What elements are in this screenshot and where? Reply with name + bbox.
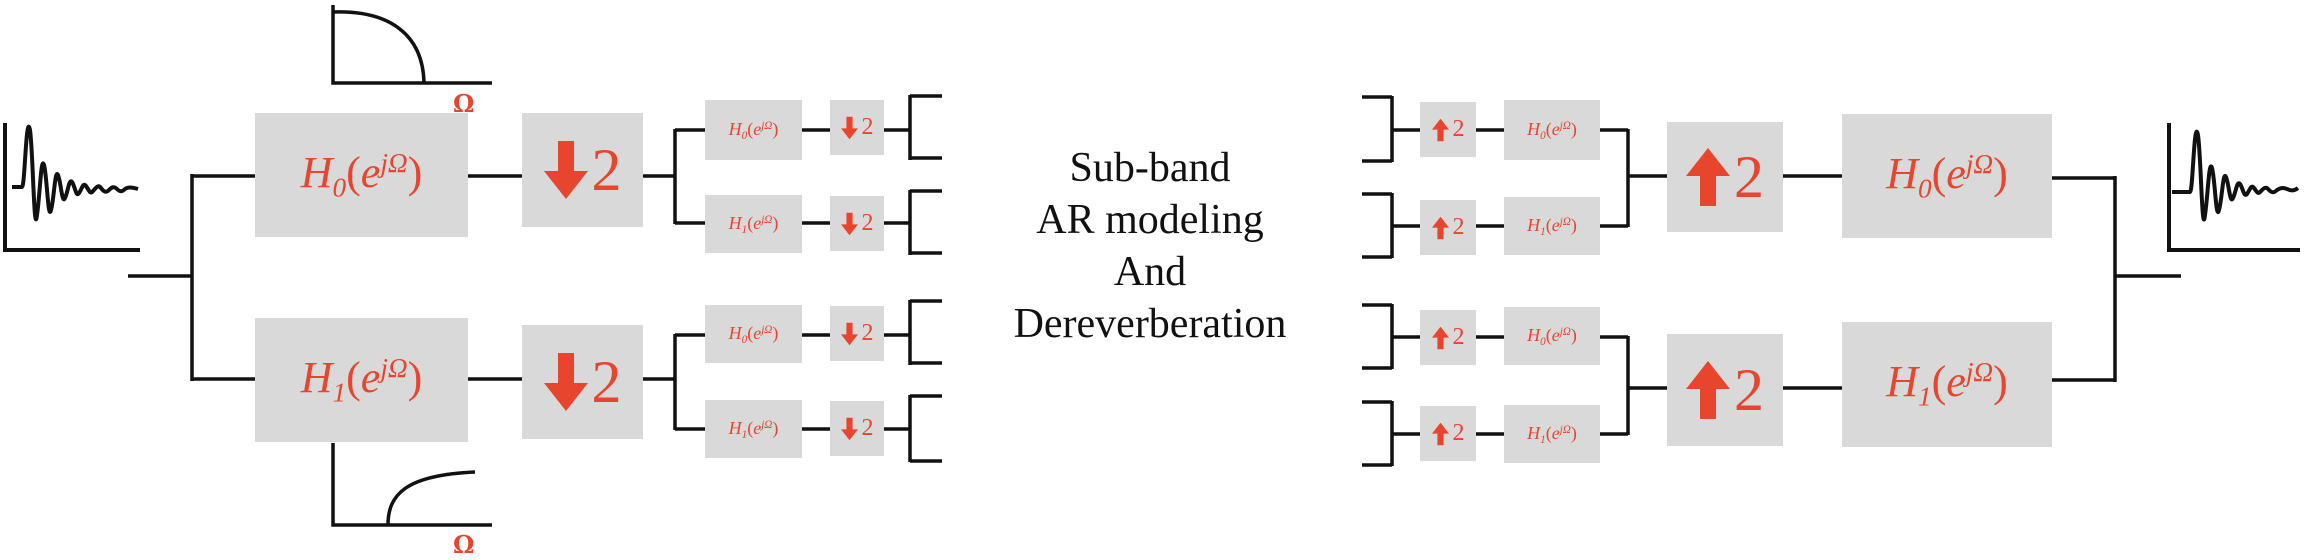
center-caption: Sub-band AR modeling And Dereverberation [960, 142, 1340, 350]
down-arrow-icon [840, 417, 858, 440]
filter-h1-label: H1(ejΩ) [300, 352, 423, 408]
highpass-omega-label: Ω [453, 530, 475, 559]
synthesis-input-brackets [1362, 95, 1394, 467]
subband-upsampler-a: 2 [1420, 102, 1476, 157]
up-arrow-icon [1686, 361, 1730, 419]
output-plot-axes [2167, 123, 2300, 252]
highpass-plot-axes [331, 443, 492, 527]
caption-line-3: And [1113, 249, 1187, 295]
input-waveform-icon [12, 124, 139, 221]
subband-upsampler-b: 2 [1420, 200, 1476, 255]
subband-filter-h0-b: H0(ejΩ) [705, 305, 802, 363]
synthesis-level2-wires [1392, 128, 1667, 436]
down-arrow-icon [840, 116, 858, 139]
synthesis-level1-wires [1783, 174, 2181, 390]
down-arrow-icon [840, 322, 858, 345]
up-arrow-icon [1686, 148, 1730, 206]
subband-downsampler-b: 2 [830, 196, 884, 251]
synthesis-subband-filter-h1-b: H1(ejΩ) [1504, 405, 1600, 463]
subband-downsampler-c: 2 [830, 306, 884, 361]
synthesis-subband-filter-h1-a: H1(ejΩ) [1504, 197, 1600, 255]
subband-upsampler-d: 2 [1420, 406, 1476, 461]
up-arrow-icon [1431, 216, 1449, 239]
subband-filter-h0-a: H0(ejΩ) [705, 100, 802, 160]
analysis-highpass-filter-block: H1(ejΩ) [255, 318, 468, 442]
subband-filter-h1-a: H1(ejΩ) [705, 195, 802, 253]
subband-filter-h1-b: H1(ejΩ) [705, 400, 802, 458]
caption-line-4: Dereverberation [1013, 301, 1287, 347]
caption-line-2: AR modeling [1036, 197, 1264, 243]
lowpass-plot-axes [331, 5, 492, 85]
output-waveform-plot [2167, 123, 2300, 252]
synthesis-subband-filter-h0-b: H0(ejΩ) [1504, 307, 1600, 365]
synthesis-highpass-filter-block: H1(ejΩ) [1842, 322, 2052, 447]
analysis-level1-wires [128, 174, 675, 381]
lowpass-omega-label: Ω [453, 89, 475, 118]
up-arrow-icon [1431, 118, 1449, 141]
subband-downsampler-a: 2 [830, 100, 884, 155]
analysis-output-brackets [908, 94, 942, 463]
upsampler-block-high: 2 [1667, 334, 1783, 446]
downsampler-block-low: 2 [522, 113, 643, 227]
analysis-level2-wires [673, 128, 910, 431]
input-plot-axes [3, 123, 140, 252]
lowpass-curve-icon [332, 10, 426, 84]
output-waveform-icon [2172, 129, 2300, 222]
up-arrow-icon [1431, 422, 1449, 445]
caption-line-1: Sub-band [1069, 145, 1231, 191]
highpass-curve-icon [386, 470, 476, 526]
subband-upsampler-c: 2 [1420, 310, 1476, 365]
down-arrow-icon [543, 141, 588, 199]
downsampler-block-high: 2 [522, 325, 643, 439]
down-arrow-icon [840, 212, 858, 235]
analysis-lowpass-filter-block: H0(ejΩ) [255, 113, 468, 237]
highpass-response-plot [331, 443, 492, 527]
down-arrow-icon [543, 353, 588, 411]
lowpass-response-plot [331, 5, 492, 85]
up-arrow-icon [1431, 326, 1449, 349]
input-waveform-plot [3, 123, 140, 252]
filter-h0-label: H0(ejΩ) [300, 147, 423, 203]
upsampler-block-low: 2 [1667, 122, 1783, 232]
synthesis-subband-filter-h0-a: H0(ejΩ) [1504, 100, 1600, 160]
synthesis-lowpass-filter-block: H0(ejΩ) [1842, 114, 2052, 238]
subband-downsampler-d: 2 [830, 401, 884, 456]
